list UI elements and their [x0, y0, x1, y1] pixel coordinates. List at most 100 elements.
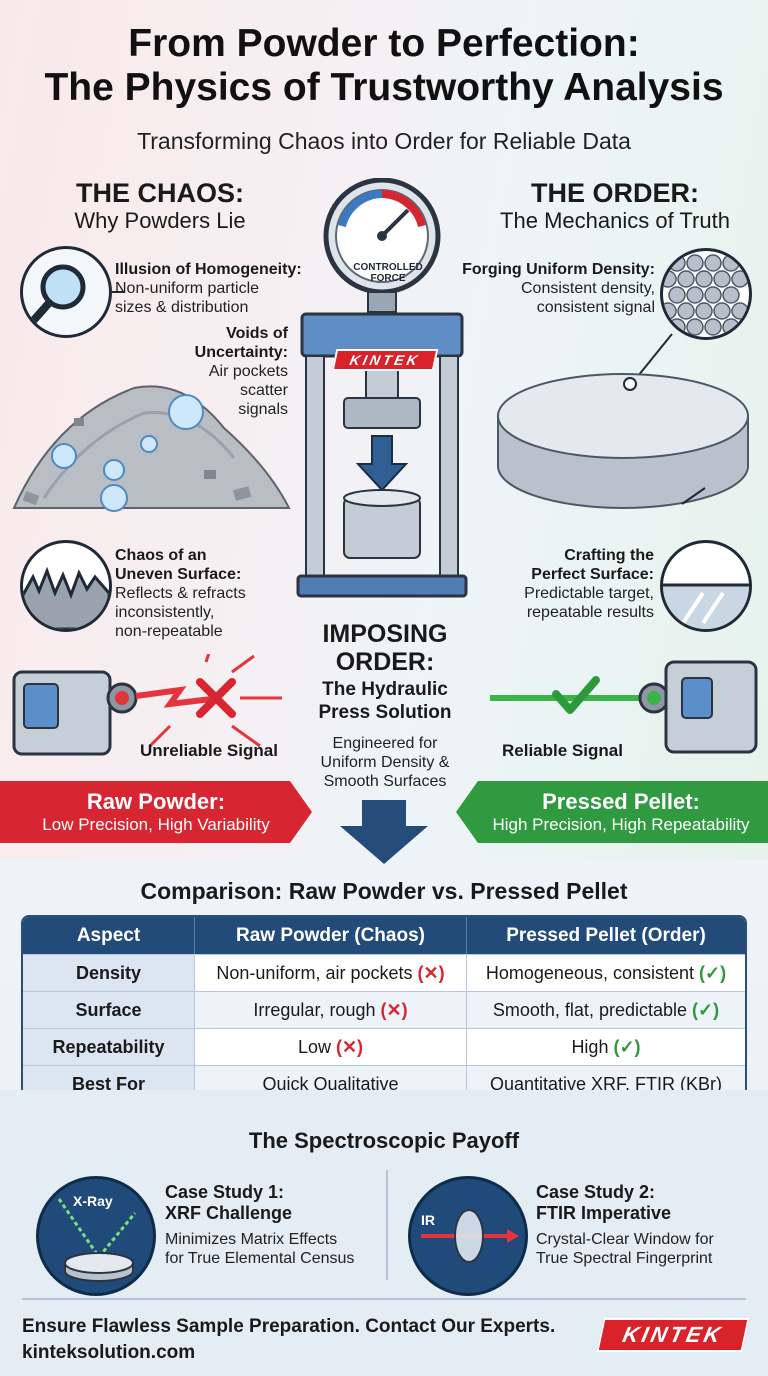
cross-icon: (✕): [417, 962, 445, 983]
check-icon: (✓): [699, 962, 727, 983]
case-text: Minimizes Matrix Effects: [165, 1231, 338, 1248]
banner-text: Low Precision, High Variability: [42, 815, 270, 834]
item-title: Voids of: [226, 325, 288, 342]
cell-text: Non-uniform, air pockets: [216, 962, 413, 983]
aspect-cell: Best For: [23, 1065, 194, 1102]
connector-line: [112, 291, 124, 293]
xray-icon: X-Ray: [36, 1176, 156, 1296]
hydraulic-press-illustration: [296, 178, 468, 598]
banner-text: High Precision, High Repeatability: [492, 815, 750, 834]
case-text: for True Elemental Census: [165, 1250, 355, 1267]
unreliable-signal-label: Unreliable Signal: [140, 741, 278, 760]
case-title: Case Study 2:: [536, 1182, 656, 1202]
item-text: non-repeatable: [115, 623, 223, 640]
table-row: Density Non-uniform, air pockets (✕) Hom…: [23, 954, 745, 991]
spectrometer-reliable-illustration: [490, 660, 758, 754]
gauge-label: CONTROLLED FORCE: [337, 262, 439, 284]
payoff-divider: [386, 1170, 388, 1280]
cross-icon: (✕): [335, 1036, 364, 1057]
raw-cell: Irregular, rough (✕): [194, 991, 466, 1028]
press-solution-block: IMPOSING ORDER: The Hydraulic Press Solu…: [300, 620, 470, 791]
aspect-cell: Repeatability: [23, 1028, 194, 1065]
payoff-title: The Spectroscopic Payoff: [248, 1128, 520, 1153]
cell-text: Low: [297, 1036, 331, 1057]
cell-text: Irregular, rough: [253, 999, 376, 1020]
order-item-density: Forging Uniform Density: Consistent dens…: [455, 260, 655, 317]
page-subtitle: Transforming Chaos into Order for Reliab…: [137, 128, 631, 154]
table-row: Repeatability Low (✕) High (✓): [23, 1028, 745, 1065]
check-icon: (✓): [692, 999, 720, 1020]
pressed-pellet-illustration: [497, 333, 749, 509]
magnifier-icon: [20, 246, 112, 338]
comparison-table: Aspect Raw Powder (Chaos) Pressed Pellet…: [21, 915, 747, 1104]
item-text: inconsistently,: [115, 604, 215, 621]
reliable-signal-label: Reliable Signal: [502, 741, 623, 760]
smooth-surface-icon: [660, 540, 752, 632]
chaos-subheading: Why Powders Lie: [74, 208, 246, 233]
case-title: Case Study 1:: [165, 1182, 285, 1202]
powder-pile-illustration: [12, 385, 291, 512]
footer-url-link[interactable]: kinteksolution.com: [22, 1342, 196, 1363]
item-text: signals: [238, 401, 288, 418]
cell-text: Smooth, flat, predictable: [492, 999, 687, 1020]
aspect-cell: Density: [23, 954, 194, 991]
aspect-cell: Surface: [23, 991, 194, 1028]
cell-text: Quick Qualitative: [262, 1073, 399, 1094]
chaos-heading-block: THE CHAOS: Why Powders Lie: [50, 178, 270, 234]
pressed-pellet-banner: Pressed Pellet: High Precision, High Rep…: [456, 781, 768, 843]
press-heading: IMPOSING: [322, 620, 448, 648]
press-text: Uniform Density &: [320, 754, 450, 771]
case-study-1: Case Study 1: XRF Challenge Minimizes Ma…: [165, 1182, 385, 1268]
raw-cell: Low (✕): [194, 1028, 466, 1065]
footer-brand-logo[interactable]: KINTEK: [596, 1318, 750, 1352]
press-heading: ORDER:: [335, 648, 435, 676]
item-title: Chaos of an: [115, 547, 207, 564]
chaos-heading: THE CHAOS:: [76, 178, 244, 208]
gauge-label-line: FORCE: [370, 273, 406, 284]
case-text: True Spectral Fingerprint: [536, 1250, 713, 1267]
item-text: Non-uniform particle: [115, 280, 260, 297]
pellet-cell: Smooth, flat, predictable (✓): [466, 991, 745, 1028]
press-text: Smooth Surfaces: [323, 773, 447, 790]
item-text: Predictable target,: [524, 585, 654, 602]
press-subheading: The Hydraulic: [322, 679, 448, 700]
item-title: Perfect Surface:: [531, 566, 654, 583]
item-title: Uncertainty:: [194, 344, 288, 361]
gauge-label-line: CONTROLLED: [353, 262, 423, 273]
comparison-table-wrap: Aspect Raw Powder (Chaos) Pressed Pellet…: [21, 915, 747, 1104]
item-title: Crafting the: [564, 547, 654, 564]
ir-label: IR: [421, 1212, 435, 1228]
item-title: Illusion of Homogeneity:: [115, 261, 302, 278]
order-heading: THE ORDER:: [531, 178, 699, 208]
order-subheading: The Mechanics of Truth: [500, 208, 730, 233]
item-text: Air pockets: [208, 363, 288, 380]
rough-surface-icon: [20, 540, 112, 632]
pellet-cell: High (✓): [466, 1028, 745, 1065]
uniform-particles-icon: [660, 248, 752, 340]
case-title: FTIR Imperative: [536, 1203, 672, 1223]
footer-cta-block: Ensure Flawless Sample Preparation. Cont…: [22, 1316, 602, 1364]
banner-title: Raw Powder:: [86, 789, 226, 814]
title-line-2: The Physics of Trustworthy Analysis: [44, 66, 724, 109]
check-icon: (✓): [613, 1036, 641, 1057]
cell-text: High: [571, 1036, 609, 1057]
chaos-item-surface: Chaos of an Uneven Surface: Reflects & r…: [115, 546, 315, 641]
item-text: sizes & distribution: [115, 299, 249, 316]
raw-powder-banner: Raw Powder: Low Precision, High Variabil…: [0, 781, 312, 843]
item-text: Reflects & refracts: [115, 585, 246, 602]
pellet-cell: Homogeneous, consistent (✓): [466, 954, 745, 991]
column-header: Aspect: [23, 917, 194, 954]
comparison-title: Comparison: Raw Powder vs. Pressed Pelle…: [140, 878, 628, 904]
item-text: scatter: [239, 382, 288, 399]
cell-text: Quantitative XRF, FTIR (KBr): [489, 1073, 723, 1094]
footer-divider: [22, 1298, 746, 1300]
down-arrow-icon: [340, 800, 428, 864]
footer-cta[interactable]: Ensure Flawless Sample Preparation. Cont…: [22, 1316, 556, 1337]
item-title: Forging Uniform Density:: [462, 261, 655, 278]
title-line-1: From Powder to Perfection:: [128, 22, 640, 65]
raw-cell: Non-uniform, air pockets (✕): [194, 954, 466, 991]
column-header: Raw Powder (Chaos): [194, 917, 466, 954]
chaos-item-voids: Voids of Uncertainty: Air pockets scatte…: [180, 324, 288, 419]
table-row: Surface Irregular, rough (✕) Smooth, fla…: [23, 991, 745, 1028]
press-brand-logo: KINTEK: [331, 349, 439, 371]
